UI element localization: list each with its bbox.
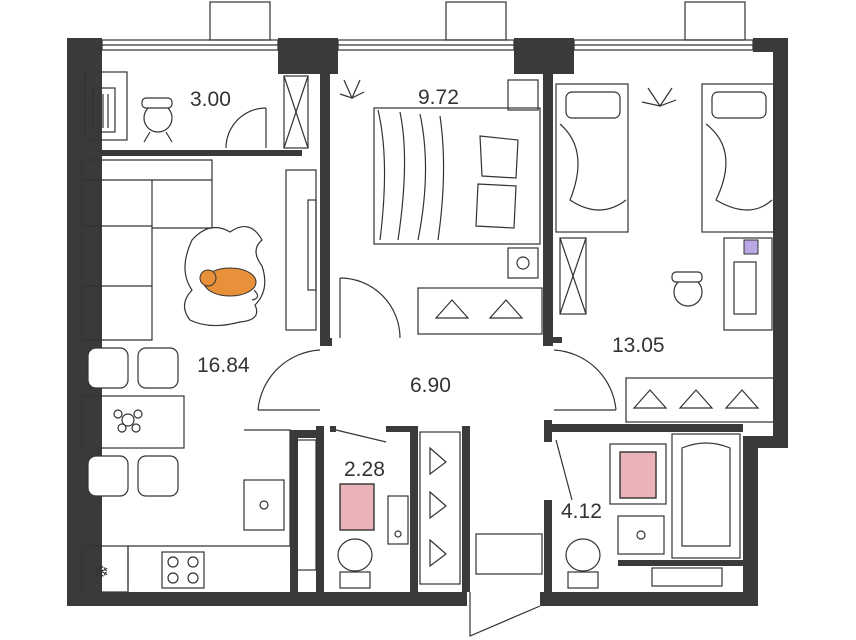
bathroom-2-fixtures — [565, 433, 741, 589]
snowflake-icon: ❄ — [94, 562, 109, 583]
area-label-balcony: 3.00 — [190, 88, 231, 111]
svg-text:❄: ❄ — [94, 562, 109, 583]
bedroom-1-furniture — [339, 79, 543, 339]
office-chair-icon — [671, 271, 703, 307]
windows — [101, 1, 754, 51]
flower-bouquet-icon — [113, 409, 143, 433]
plant-icon — [641, 87, 677, 108]
dining-chairs — [87, 347, 179, 497]
area-label-hallway: 6.90 — [410, 374, 451, 397]
hallway-features — [257, 349, 617, 637]
walls — [67, 38, 788, 606]
bedroom-2-furniture — [555, 83, 775, 423]
cat-icon — [199, 267, 259, 301]
area-label-living-kitchen: 16.84 — [197, 354, 250, 377]
cooktop-icon — [161, 551, 205, 589]
area-label-bathroom-1: 2.28 — [344, 458, 385, 481]
bathroom-1-fixtures — [295, 439, 409, 589]
plant-icon — [339, 79, 365, 100]
area-label-bedroom-2: 13.05 — [612, 334, 665, 357]
office-chair-icon — [141, 97, 173, 143]
balcony-furniture — [84, 71, 309, 149]
area-label-bedroom-1: 9.72 — [418, 86, 459, 109]
living-room-furniture: ❄ — [81, 159, 317, 593]
area-label-bathroom-2: 4.12 — [561, 500, 602, 523]
